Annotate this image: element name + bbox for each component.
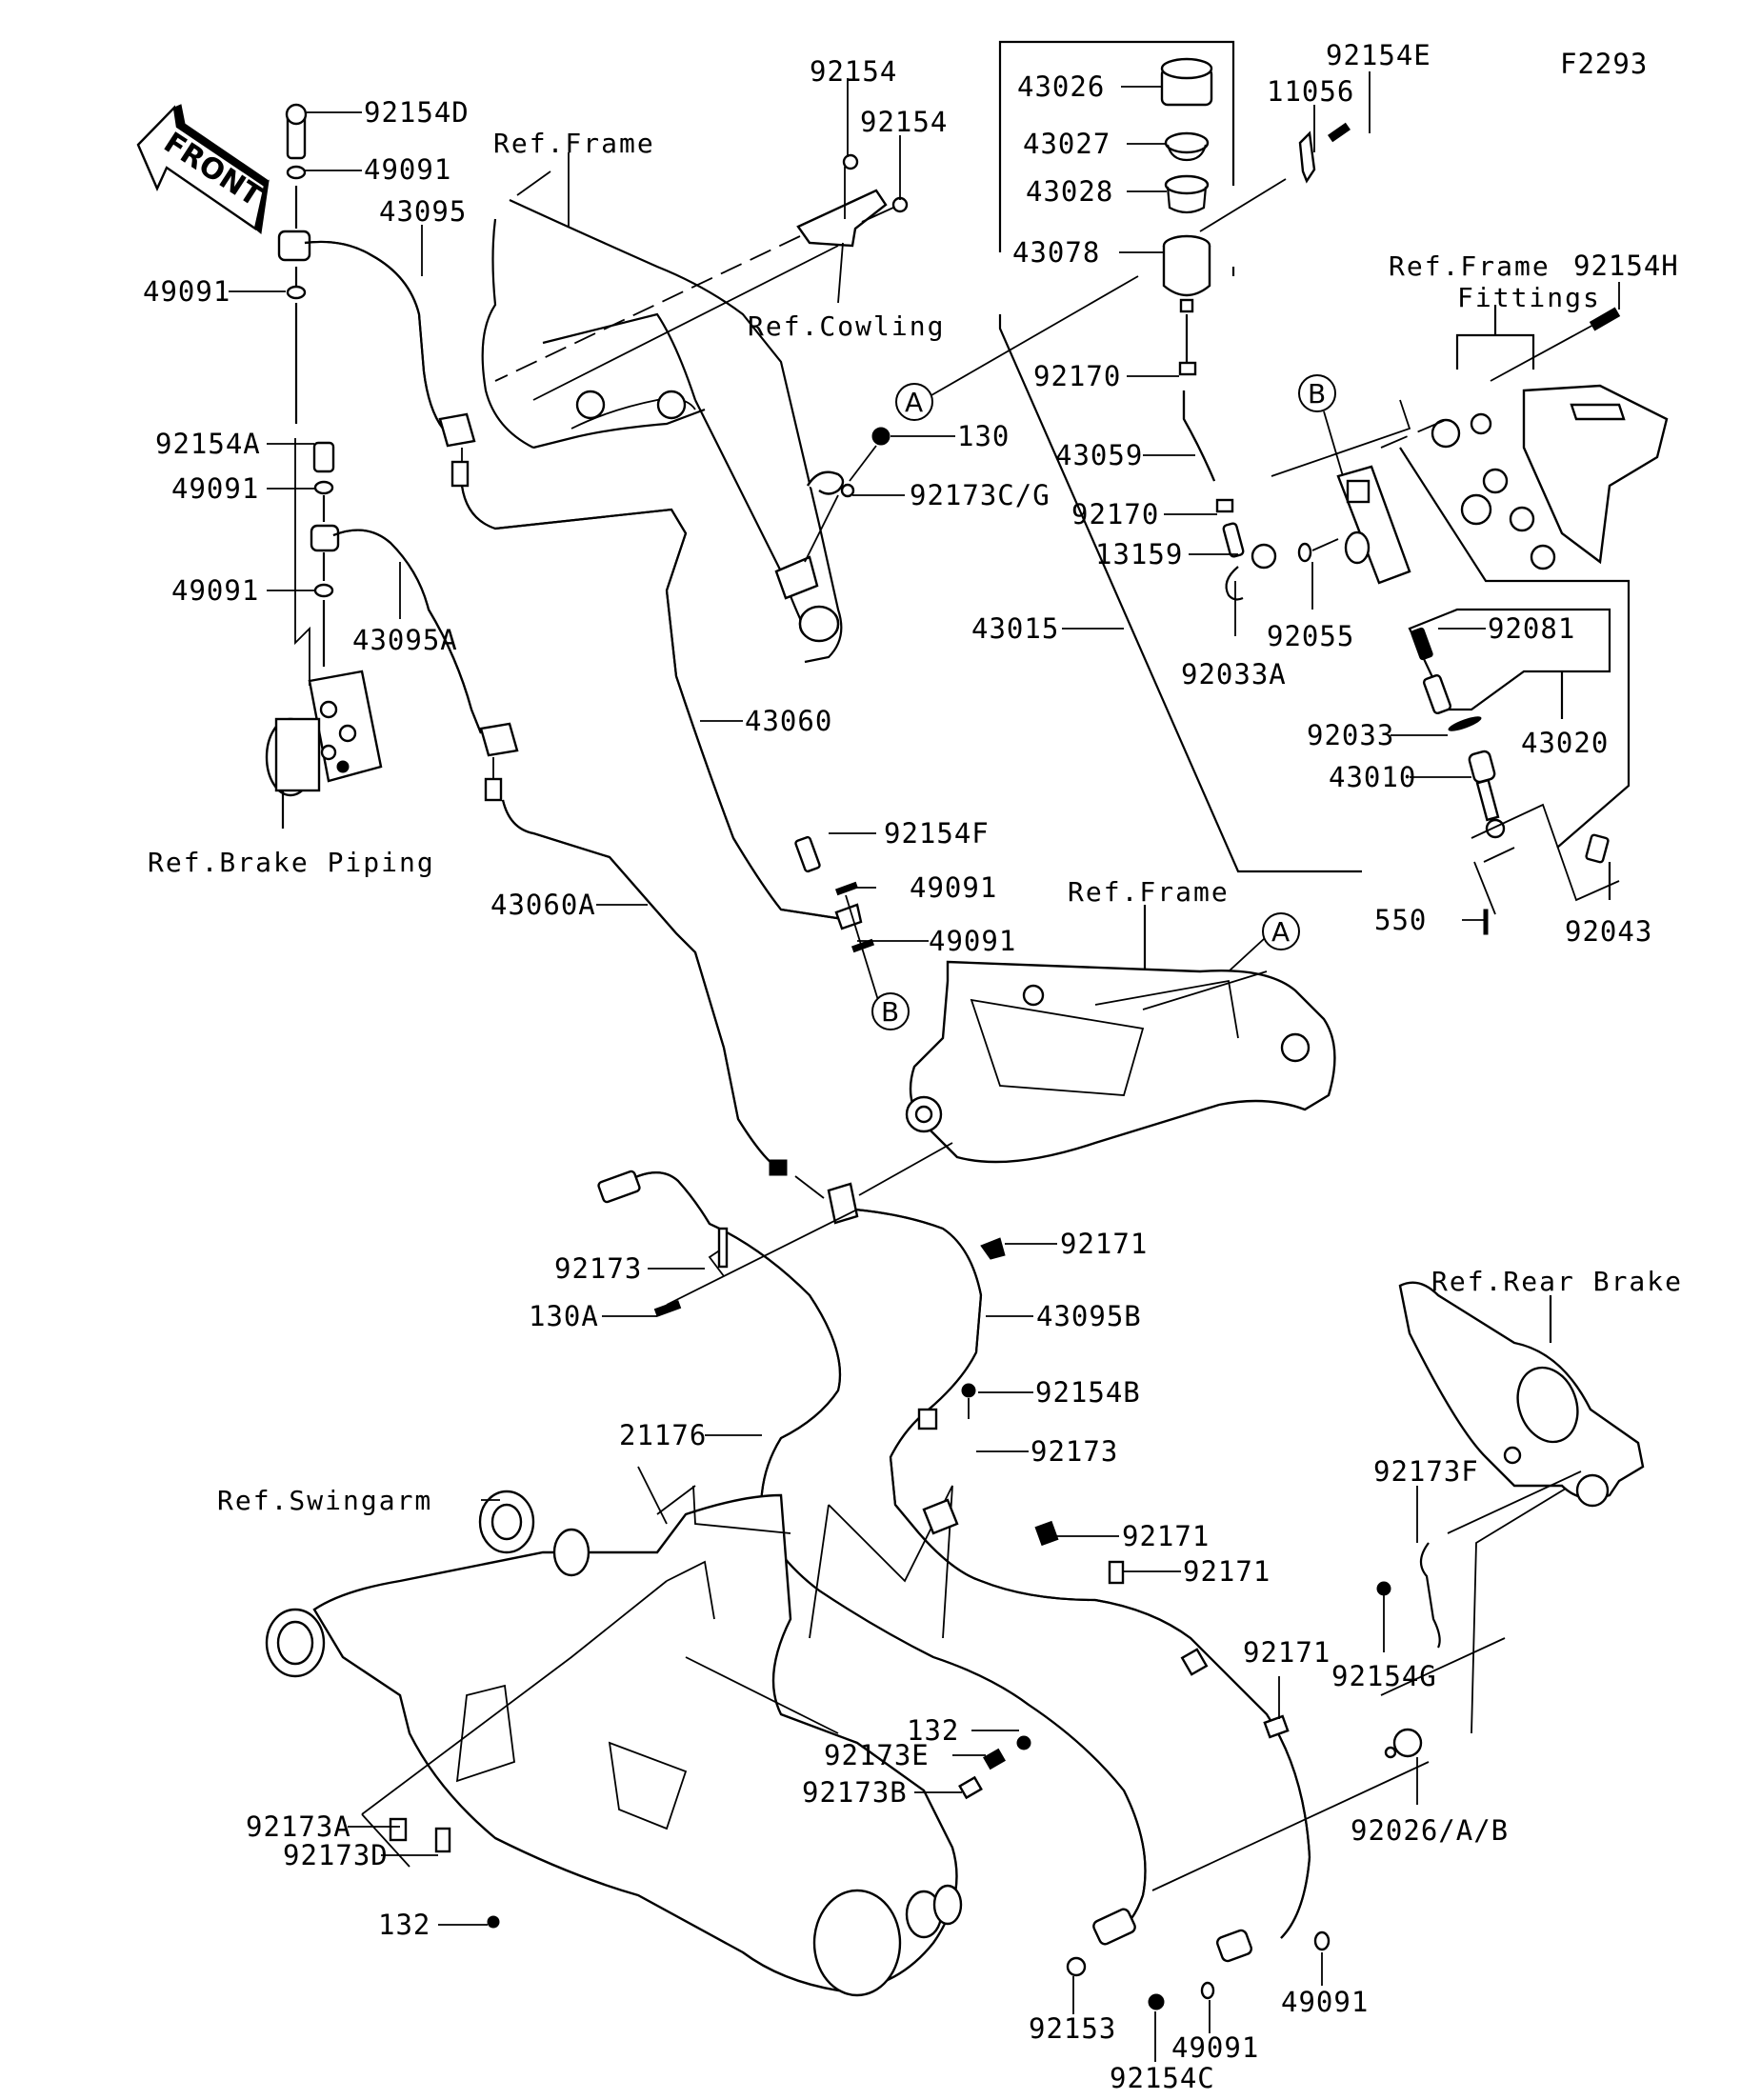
abs-unit	[265, 670, 383, 829]
ref-frame-fittings-line2: Fittings	[1457, 282, 1601, 313]
part-label: 92173	[1031, 1435, 1118, 1468]
part-label: 49091	[171, 574, 259, 607]
part-label: 92173C/G	[910, 479, 1051, 511]
part-label: 132	[907, 1714, 959, 1747]
part-label: 13159	[1095, 538, 1183, 570]
swingarm-sketch	[265, 1466, 963, 1997]
ref-frame-mid: Ref.Frame	[1068, 876, 1230, 908]
part-label: 43010	[1329, 761, 1416, 793]
part-label: 92043	[1565, 915, 1652, 948]
master-cylinder-group	[998, 40, 1669, 935]
ref-swingarm: Ref.Swingarm	[217, 1485, 432, 1516]
part-label: 92154H	[1573, 250, 1679, 282]
part-label: 550	[1374, 904, 1427, 936]
part-label: 43059	[1055, 439, 1143, 471]
ref-frame-fittings-line1: Ref.Frame	[1389, 250, 1551, 282]
part-label: 92154C	[1110, 2062, 1215, 2094]
part-label: 92154	[810, 55, 897, 88]
ref-cowling: Ref.Cowling	[748, 310, 945, 342]
part-label: 49091	[143, 275, 230, 308]
part-label: 43020	[1521, 727, 1609, 759]
part-label: 92154A	[155, 428, 261, 460]
part-label: 43095B	[1036, 1300, 1142, 1332]
svg-text:A: A	[1271, 916, 1290, 948]
part-label: 92154F	[884, 817, 990, 850]
part-label: 43028	[1026, 175, 1113, 208]
part-label: 92171	[1243, 1636, 1331, 1669]
part-label: 92173A	[246, 1810, 351, 1843]
callout-b-upper: B	[1298, 374, 1344, 477]
part-label: 43095A	[352, 624, 458, 656]
callout-a-upper: A	[895, 275, 1139, 421]
part-label: 43060A	[490, 889, 596, 921]
part-labels: 92154D 49091 43095 49091 92154A 49091 49…	[143, 39, 1679, 2094]
part-label: 92055	[1267, 620, 1354, 652]
part-label: 92173F	[1373, 1455, 1479, 1488]
svg-text:B: B	[881, 996, 899, 1028]
part-label: 92154	[860, 106, 948, 138]
part-label: 43027	[1023, 128, 1111, 160]
callout-a-lower: A	[1228, 912, 1300, 972]
part-label: 49091	[364, 153, 451, 186]
ref-rear-brake: Ref.Rear Brake	[1431, 1266, 1683, 1297]
part-label: 130A	[529, 1300, 599, 1332]
part-label: 92033A	[1181, 658, 1287, 690]
part-label: 49091	[929, 925, 1016, 957]
callout-b-lower: B	[871, 992, 910, 1030]
leader-lines	[229, 71, 1620, 2062]
part-label: 92033	[1307, 719, 1394, 751]
part-label: 43095	[379, 195, 467, 228]
part-label: 21176	[619, 1419, 707, 1451]
abs-hose-assembly	[265, 438, 519, 829]
part-label: 92153	[1029, 2012, 1116, 2045]
part-label: 43015	[971, 612, 1059, 645]
nut-130	[871, 427, 891, 446]
part-label: 92170	[1071, 498, 1159, 530]
svg-text:B: B	[1308, 378, 1326, 410]
part-label: 43060	[745, 705, 832, 737]
part-label: 92171	[1183, 1555, 1271, 1588]
part-label: 49091	[171, 472, 259, 505]
part-label: 43026	[1017, 70, 1105, 103]
part-label: 92171	[1122, 1520, 1210, 1552]
part-label: 132	[378, 1909, 430, 1941]
ref-brake-piping: Ref.Brake Piping	[148, 847, 435, 878]
part-label: 92154D	[364, 96, 470, 129]
part-label: 49091	[1281, 1986, 1369, 2018]
clip-92173cg	[806, 470, 845, 495]
upper-frame-sketch	[481, 170, 843, 664]
lower-hoses	[597, 1142, 1611, 1963]
part-label: 92173D	[283, 1839, 389, 1871]
rear-brake-sketch	[1398, 1281, 1645, 1534]
part-label: 130	[957, 420, 1010, 452]
part-label: 49091	[1171, 2031, 1259, 2064]
part-label: 92173E	[824, 1739, 930, 1771]
mid-frame-sketch	[905, 905, 1336, 1164]
cowling-bracket	[494, 153, 909, 401]
part-label: 92154G	[1331, 1660, 1437, 1692]
part-label: 92081	[1488, 612, 1575, 645]
part-label: 43078	[1012, 236, 1100, 269]
part-label: 92173	[554, 1252, 642, 1285]
part-label: 92026/A/B	[1351, 1814, 1509, 1847]
part-label: 49091	[910, 871, 997, 904]
part-label: 92171	[1060, 1228, 1148, 1260]
brake-pipes	[460, 485, 882, 1176]
part-label: 92173B	[802, 1776, 908, 1809]
part-label: 92154E	[1326, 39, 1431, 71]
ref-frame-top: Ref.Frame	[493, 128, 655, 159]
figure-code: F2293	[1560, 48, 1648, 80]
part-label: 92154B	[1035, 1376, 1141, 1409]
lower-small-parts	[389, 1227, 1441, 2010]
front-arrow-icon: FRONT	[136, 104, 270, 234]
front-hose-assembly	[277, 103, 476, 488]
part-label: 92170	[1033, 360, 1121, 392]
part-label: 11056	[1267, 75, 1354, 108]
svg-text:A: A	[905, 387, 923, 418]
